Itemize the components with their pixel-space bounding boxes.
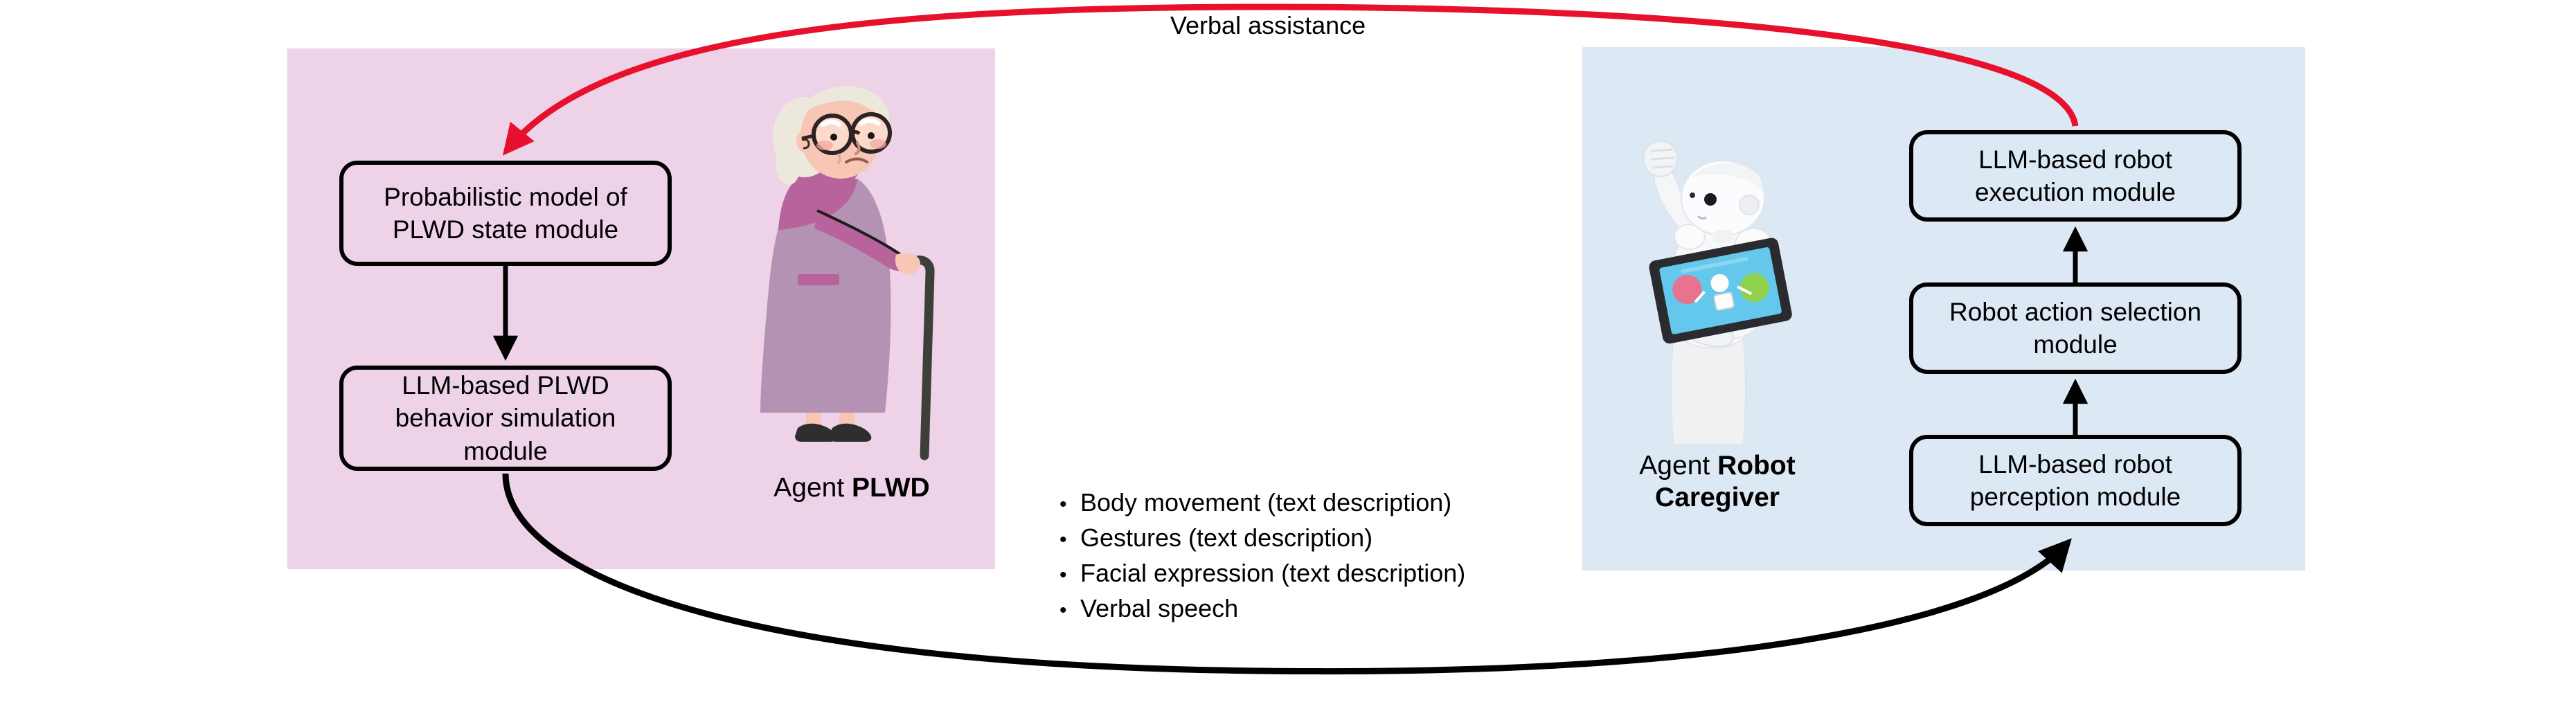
robot-left-shoulder — [1674, 224, 1706, 250]
agent-label-plwd: Agent PLWD — [734, 472, 969, 504]
plwd-illustration — [760, 86, 935, 460]
list-item: • Facial expression (text description) — [1059, 555, 1465, 591]
robot-ear-speaker — [1739, 195, 1760, 215]
agent-label-prefix: Agent — [773, 473, 852, 503]
bullet-icon: • — [1059, 564, 1067, 587]
right-shoe-shape — [830, 423, 872, 442]
hair-bun-shape — [776, 148, 800, 185]
tablet-robot-arms — [1694, 285, 1753, 303]
module-box-robot-action-selection[interactable]: Robot action selection module — [1909, 282, 2242, 374]
tablet-right-circle — [1739, 273, 1769, 303]
left-cheek-shape — [816, 141, 833, 150]
robot-base-shape — [1670, 326, 1746, 445]
tablet-robot-head — [1710, 273, 1729, 292]
tablet-caption-text — [1681, 256, 1749, 273]
module-box-llm-robot-perception[interactable]: LLM-based robot perception module — [1909, 435, 2242, 526]
robot-mouth — [1697, 215, 1707, 220]
mouth-shape — [845, 157, 868, 163]
robot-head-cap — [1691, 163, 1762, 190]
agent-label-robot-caregiver: Agent Robot Caregiver — [1593, 450, 1842, 514]
list-item-label: Body movement (text description) — [1080, 488, 1452, 517]
shoulder-shape — [778, 170, 857, 230]
module-box-label: Probabilistic model of PLWD state module — [384, 182, 627, 244]
agent-label-name-line2: Caregiver — [1655, 483, 1780, 513]
glasses-right-glare — [859, 118, 881, 126]
robot-chest-tablet — [1649, 237, 1792, 344]
left-eye-shape — [830, 134, 837, 141]
robot-side-sensor — [1690, 192, 1695, 198]
agent-label-name: PLWD — [852, 473, 930, 503]
module-box-probabilistic-model[interactable]: Probabilistic model of PLWD state module — [339, 161, 672, 266]
bullet-icon: • — [1059, 528, 1067, 552]
list-item: • Gestures (text description) — [1059, 520, 1465, 555]
list-item: • Body movement (text description) — [1059, 485, 1465, 520]
module-box-label: Robot action selection module — [1949, 297, 2202, 359]
module-box-llm-robot-execution[interactable]: LLM-based robot execution module — [1909, 130, 2242, 222]
module-box-llm-plwd-behavior[interactable]: LLM-based PLWD behavior simulation modul… — [339, 366, 672, 471]
module-box-label: LLM-based PLWD behavior simulation modul… — [395, 370, 616, 465]
robot-neck — [1713, 230, 1733, 242]
left-shoe-shape — [795, 423, 837, 442]
bullet-icon: • — [1059, 493, 1067, 516]
tablet-left-circle — [1672, 275, 1702, 305]
verbal-assistance-label: Verbal assistance — [1170, 11, 1366, 39]
robot-illustration — [1643, 140, 1792, 445]
agent-label-prefix: Agent — [1639, 451, 1718, 481]
glasses-bridge — [850, 130, 861, 136]
list-item: • Verbal speech — [1059, 591, 1465, 626]
sleeve-outline — [816, 209, 904, 258]
hand-shape — [895, 253, 920, 275]
list-item-label: Gestures (text description) — [1080, 523, 1373, 553]
list-item-label: Facial expression (text description) — [1080, 559, 1466, 588]
right-eye-shape — [868, 132, 875, 139]
cane-shape — [912, 255, 935, 460]
module-box-label: LLM-based robot perception module — [1969, 449, 2181, 511]
face-wrinkle — [837, 153, 841, 165]
bullet-icon: • — [1059, 599, 1067, 622]
modality-list: • Body movement (text description) • Ges… — [1059, 485, 1465, 626]
tablet-robot-body — [1713, 291, 1735, 311]
module-box-label: LLM-based robot execution module — [1974, 145, 2176, 206]
right-cheek-shape — [870, 139, 886, 149]
sleeve-shape — [814, 210, 909, 271]
glasses-left-glare — [820, 119, 842, 127]
agent-label-name-line1: Robot — [1717, 451, 1796, 481]
coat-pocket-shape — [798, 274, 839, 285]
list-item-label: Verbal speech — [1080, 594, 1239, 623]
robot-left-eye — [1704, 193, 1717, 206]
